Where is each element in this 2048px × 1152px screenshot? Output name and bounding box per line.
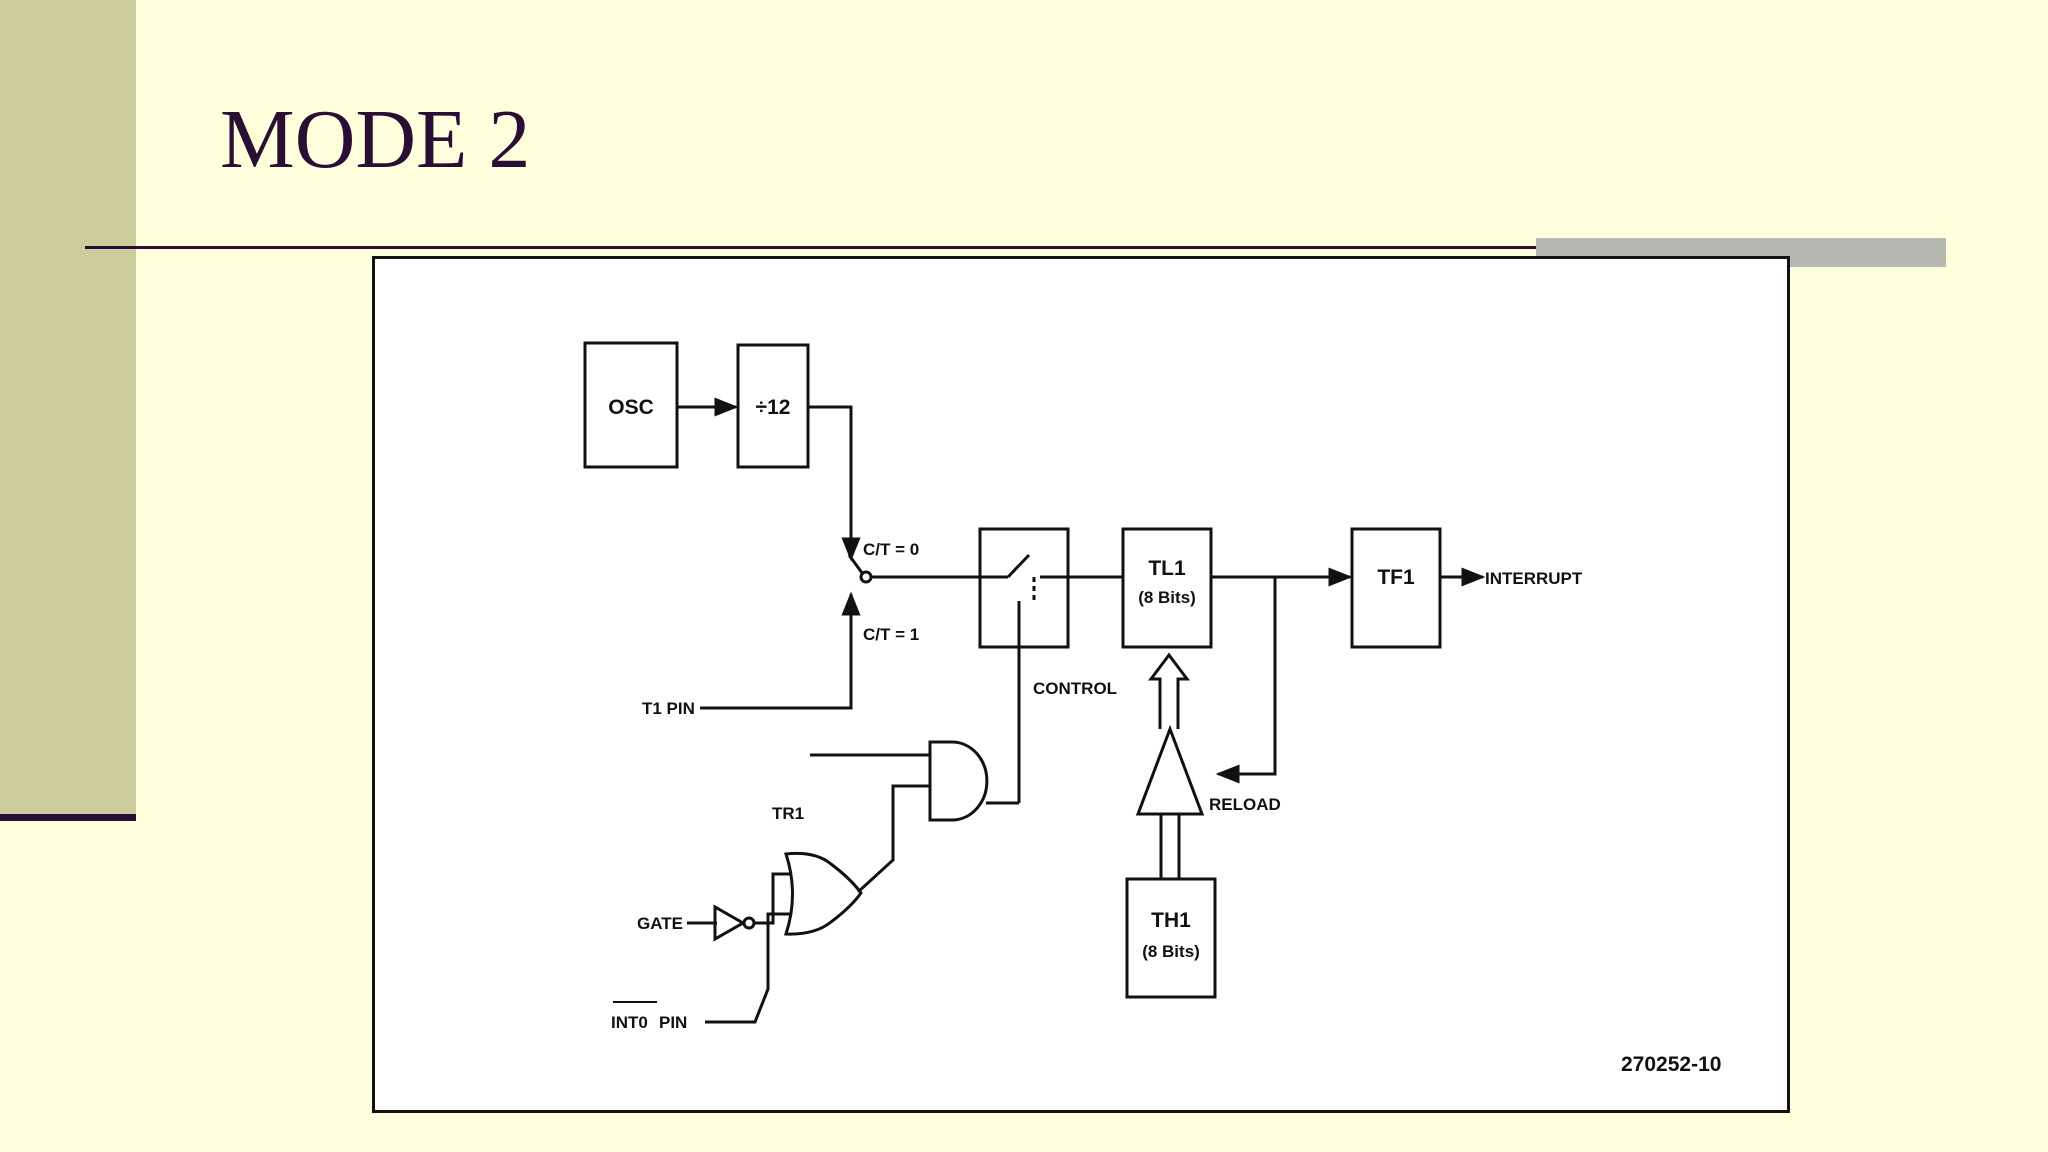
th1-block [1125, 877, 1217, 999]
title-underline [85, 246, 1946, 249]
t1pin-to-switch-wire [700, 591, 861, 710]
tl1-sublabel: (8 Bits) [1138, 588, 1196, 607]
int0-label: INT0 [611, 1013, 648, 1032]
int0-to-or-wire [705, 912, 791, 1024]
left-sidebar-band [0, 0, 136, 814]
th1-label: TH1 [1151, 909, 1191, 932]
reload-buffer [1135, 724, 1205, 816]
buffer-to-tl1-hollow-arrow [1148, 652, 1190, 729]
tf1-label: TF1 [1377, 566, 1415, 589]
control-label: CONTROL [1033, 679, 1117, 698]
ct1-label: C/T = 1 [863, 625, 919, 644]
switch-pivot [859, 570, 873, 584]
or-to-and-wire [856, 784, 930, 894]
divider-to-switch-wire [808, 405, 861, 562]
control-inner-switch [1006, 553, 1031, 579]
figure-id-label: 270252-10 [1621, 1053, 1721, 1076]
diagram-canvas: OSC ÷12 TL1 (8 Bits) TF1 TH1 (8 Bits) C/… [583, 341, 1721, 1076]
reload-label: RELOAD [1209, 795, 1281, 814]
and-gate [928, 740, 989, 822]
inverter-to-or-wire [754, 872, 791, 925]
ct0-label: C/T = 0 [863, 540, 919, 559]
int0-pin-suffix: PIN [659, 1013, 687, 1032]
slide-title: MODE 2 [220, 93, 531, 186]
osc-label: OSC [608, 396, 654, 419]
tl1-label: TL1 [1148, 557, 1186, 580]
tf1-block [1350, 527, 1442, 649]
th1-sublabel: (8 Bits) [1142, 942, 1200, 961]
reload-feedback-wire [1215, 577, 1277, 784]
control-switch-block [978, 527, 1070, 649]
tr1-label: TR1 [772, 804, 804, 823]
inverter-gate [713, 904, 747, 942]
interrupt-label: INTERRUPT [1485, 569, 1583, 588]
or-gate [783, 852, 863, 936]
osc-block [583, 341, 679, 469]
sidebar-bottom-line [0, 814, 136, 821]
inverter-bubble [742, 916, 756, 930]
divider-label: ÷12 [756, 396, 791, 419]
gate-label: GATE [637, 914, 683, 933]
timer-mode2-diagram: OSC ÷12 TL1 (8 Bits) TF1 TH1 (8 Bits) C/… [372, 256, 1790, 1113]
t1pin-label: T1 PIN [642, 699, 695, 718]
tl1-block [1121, 527, 1213, 649]
